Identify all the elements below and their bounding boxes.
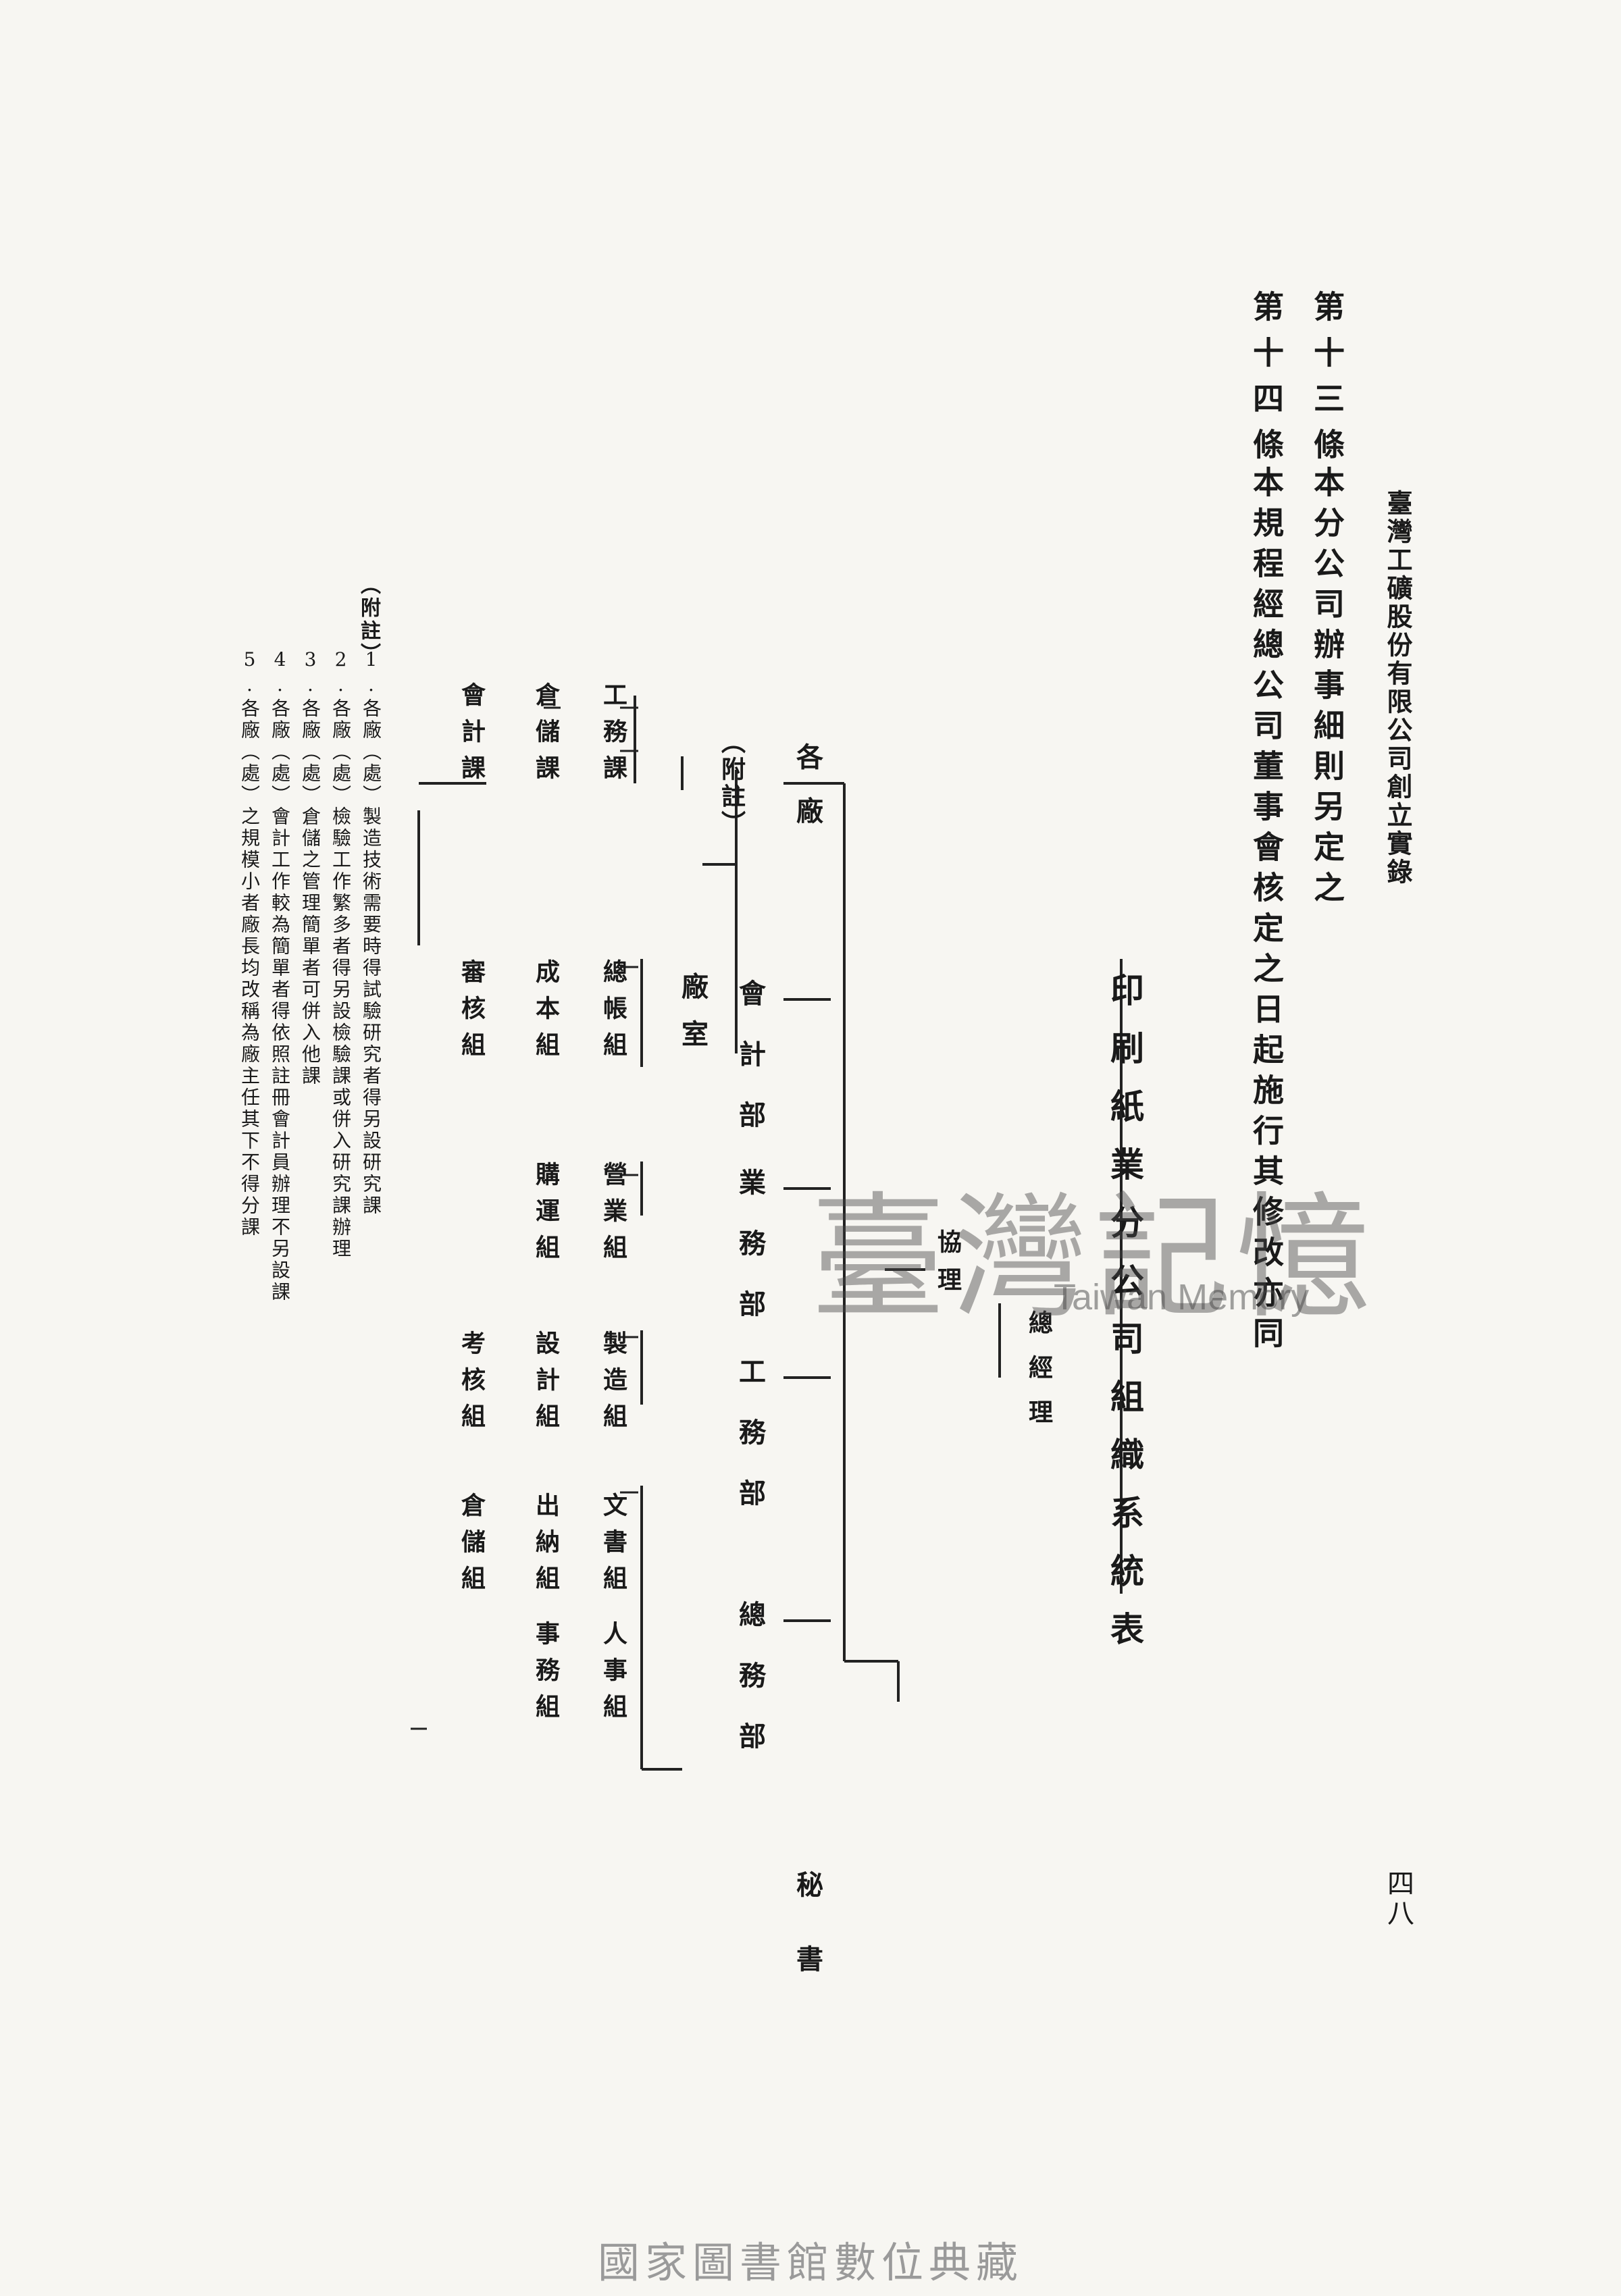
factory-unit-engineering: 工務課	[599, 682, 627, 791]
note-item-2: 2.各廠（處）檢驗工作繁多者得另設檢驗課或併入研究課辦理	[330, 648, 352, 1260]
article-14-text: 本規程經總公司董事會核定之日起施行其修改亦同	[1248, 466, 1285, 1357]
note-item-3: 3.各廠（處）倉儲之管理簡單者可併入他課	[299, 648, 321, 1087]
eng-section-inspection: 考核組	[457, 1330, 486, 1440]
article-13-number: 第十三條	[1309, 290, 1345, 474]
factory-label: 各廠	[792, 743, 823, 851]
footer-archive-credit: 國家圖書館數位典藏	[597, 2238, 1023, 2287]
dept-engineering: 工務部	[734, 1357, 766, 1540]
biz-section-sales: 營業組	[599, 1162, 627, 1271]
general-manager: 總經理	[1025, 1310, 1053, 1444]
acct-section-cost: 成本組	[532, 959, 560, 1068]
dept-accounting: 會計部	[734, 979, 766, 1162]
factory-unit-accounting: 會計課	[457, 682, 486, 791]
dept-secretary: 秘書	[792, 1871, 823, 2019]
page-number: 四八	[1383, 1869, 1414, 1929]
acct-section-general-ledger: 總帳組	[599, 959, 627, 1068]
notes-heading: （附註）	[357, 574, 380, 666]
book-title: 臺灣工礦股份有限公司創立實錄	[1383, 490, 1413, 887]
eng-section-manufacturing: 製造組	[599, 1330, 627, 1440]
biz-section-procurement: 購運組	[532, 1162, 560, 1271]
gen-section-storage: 倉儲組	[457, 1492, 486, 1602]
article-14-number: 第十四條	[1248, 290, 1285, 474]
factory-unit-storage: 倉儲課	[532, 682, 560, 791]
gen-section-cashier: 出納組	[532, 1492, 560, 1602]
factory-note-label: （附註）	[717, 729, 746, 837]
watermark-chinese: 臺灣記憶	[810, 1180, 1379, 1337]
chart-title: 印刷紙業分公司組織系統表	[1105, 972, 1145, 1669]
note-item-1: 1.各廠（處）製造技術需要時得試驗研究者得另設研究課	[360, 648, 382, 1217]
article-13-text: 本分公司辦事細則另定之	[1309, 466, 1345, 912]
dept-business: 業務部	[734, 1168, 766, 1351]
acct-section-audit: 審核組	[457, 959, 486, 1068]
factory-office: 廠室	[677, 972, 709, 1067]
note-item-5: 5.各廠（處）之規模小者廠長均改稱為廠主任其下不得分課	[238, 648, 261, 1238]
gen-section-affairs: 事務組	[532, 1621, 560, 1730]
gen-section-documents: 文書組	[599, 1492, 627, 1602]
eng-section-design: 設計組	[532, 1330, 560, 1440]
dept-general-affairs: 總務部	[734, 1600, 766, 1783]
gen-section-personnel: 人事組	[599, 1621, 627, 1730]
note-item-4: 4.各廠（處）會計工作較為簡單者得依照註冊會計員辦理不另設課	[269, 648, 291, 1303]
watermark-english: Taiwan Memory	[1054, 1277, 1310, 1317]
deputy-manager: 協理	[933, 1229, 962, 1305]
